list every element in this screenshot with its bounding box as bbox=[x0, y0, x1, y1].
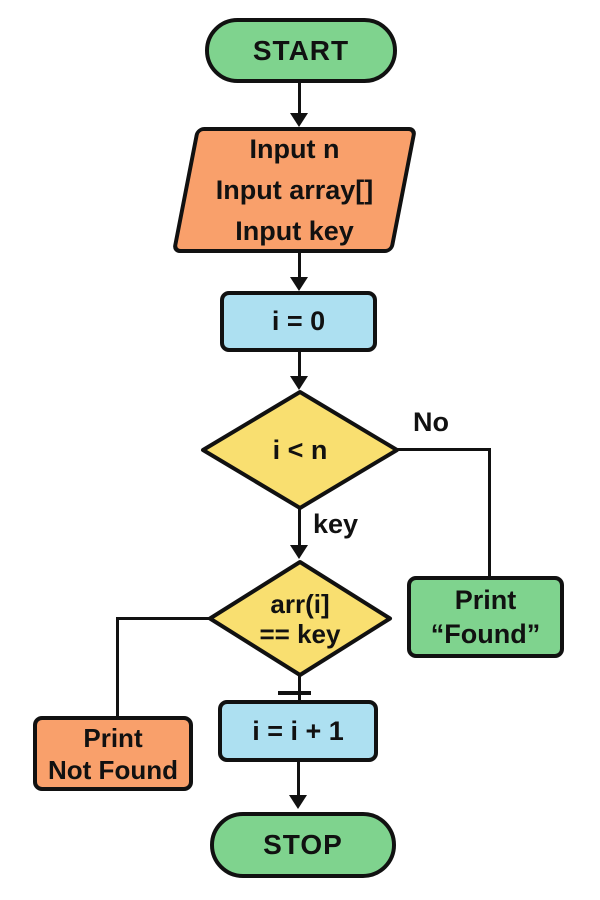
print-found-line2: “Found” bbox=[430, 619, 541, 649]
print-not-found-line1: Print bbox=[83, 722, 143, 753]
input-line-n: Input n bbox=[249, 133, 340, 164]
cond-loop-diamond-shape bbox=[201, 390, 399, 510]
edge-label-key: key bbox=[313, 509, 359, 539]
input-node-text: Input n Input array[] Input key bbox=[184, 127, 405, 253]
arrowhead-cond-loop bbox=[290, 376, 308, 390]
stop-node: STOP bbox=[210, 812, 396, 878]
init-label: i = 0 bbox=[271, 306, 326, 337]
increment-node: i = i + 1 bbox=[218, 700, 378, 762]
cond-match-diamond: arr(i] == key bbox=[207, 559, 393, 678]
cond-match-line1: arr(i] bbox=[270, 588, 330, 619]
connector-left-vertical bbox=[116, 617, 119, 718]
connector-start-to-input bbox=[298, 83, 301, 115]
connector-input-to-init bbox=[298, 253, 301, 279]
cond-loop-label: i < n bbox=[272, 434, 328, 465]
connector-no-horizontal bbox=[396, 448, 491, 451]
connector-cond-match-to-increment bbox=[298, 675, 301, 702]
print-not-found-node: Print Not Found bbox=[33, 716, 193, 791]
arrowhead-stop bbox=[289, 795, 307, 809]
stop-label: STOP bbox=[263, 829, 343, 861]
arrowhead-cond-match bbox=[290, 545, 308, 559]
arrowhead-input bbox=[290, 113, 308, 127]
input-line-key: Input key bbox=[235, 215, 354, 246]
cond-match-line2: == key bbox=[259, 618, 341, 649]
input-line-array: Input array[] bbox=[215, 174, 374, 205]
connector-init-to-cond-loop bbox=[298, 352, 301, 378]
tick-mark bbox=[278, 691, 311, 695]
cond-loop-diamond: i < n bbox=[200, 389, 400, 511]
connector-cond-loop-to-cond-match bbox=[298, 507, 301, 547]
start-label: START bbox=[252, 34, 350, 66]
init-node: i = 0 bbox=[220, 291, 377, 352]
print-not-found-line2: Not Found bbox=[48, 754, 178, 785]
arrowhead-init bbox=[290, 277, 308, 291]
cond-match-diamond-shape bbox=[208, 560, 392, 677]
connector-no-vertical bbox=[488, 448, 491, 576]
print-found-node: Print “Found” bbox=[407, 576, 564, 658]
connector-left-horizontal bbox=[116, 617, 211, 620]
increment-label: i = i + 1 bbox=[252, 715, 344, 746]
print-found-line1: Print bbox=[454, 585, 517, 615]
connector-increment-to-stop bbox=[297, 761, 300, 797]
start-node: START bbox=[205, 18, 397, 83]
edge-label-no: No bbox=[413, 407, 449, 437]
cond-match-label: arr(i] == key bbox=[207, 559, 393, 678]
